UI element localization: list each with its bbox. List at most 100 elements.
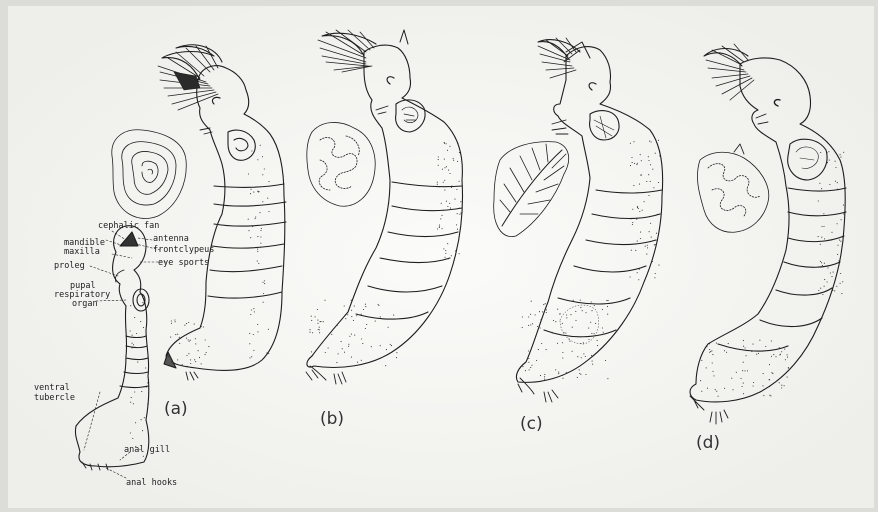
stipple-dot (257, 331, 258, 332)
stipple-dot (837, 254, 838, 255)
stipple-dot (546, 312, 547, 313)
stipple-dot (323, 321, 324, 322)
stipple-dot (585, 374, 586, 375)
caption-b: (b) (320, 411, 344, 428)
stipple-dot (440, 218, 441, 219)
stipple-dot (268, 353, 269, 354)
stipple-dot (455, 250, 456, 251)
stipple-dot (838, 260, 839, 261)
stipple-dot (447, 243, 448, 244)
stipple-dot (522, 327, 523, 328)
stipple-dot (583, 353, 584, 354)
stipple-dot (583, 342, 584, 343)
stipple-dot (257, 249, 258, 250)
stipple-dot (636, 164, 637, 165)
stipple-dot (260, 230, 261, 231)
stipple-dot (444, 190, 445, 191)
stipple-dot (144, 417, 145, 418)
stipple-dot (631, 157, 632, 158)
stipple-dot (588, 339, 589, 340)
stipple-dot (378, 304, 379, 305)
stipple-dot (325, 352, 326, 353)
stipple-dot (710, 351, 711, 352)
stipple-dot (591, 333, 592, 334)
stipple-dot (134, 391, 135, 392)
stipple-dot (773, 354, 774, 355)
stipple-dot (142, 302, 143, 303)
stipple-dot (528, 316, 529, 317)
stipple-dot (743, 383, 744, 384)
label-anal-hooks: anal hooks (126, 479, 177, 488)
stipple-dot (146, 386, 147, 387)
stipple-dot (731, 378, 732, 379)
stipple-dot (572, 351, 573, 352)
stipple-dot (337, 325, 338, 326)
stipple-dot (606, 300, 607, 301)
stipple-dot (317, 320, 318, 321)
stipple-dot (260, 236, 261, 237)
stipple-dot (179, 337, 180, 338)
stipple-dot (829, 289, 830, 290)
stipple-dot (205, 354, 206, 355)
stipple-dot (779, 382, 780, 383)
stipple-dot (630, 276, 631, 277)
label-organ: organ (72, 300, 98, 309)
stipple-dot (716, 391, 717, 392)
stipple-dot (544, 379, 545, 380)
stipple-dot (819, 183, 820, 184)
stipple-dot (263, 293, 264, 294)
stipple-dot (444, 159, 445, 160)
stipple-dot (572, 327, 573, 328)
stipple-dot (249, 357, 250, 358)
stipple-dot (169, 348, 170, 349)
stipple-dot (460, 213, 461, 214)
stipple-dot (608, 300, 609, 301)
stipple-dot (644, 201, 645, 202)
stipple-dot (633, 141, 634, 142)
stipple-dot (380, 316, 381, 317)
stipple-dot (753, 385, 754, 386)
stipple-dot (248, 230, 249, 231)
stipple-dot (175, 334, 176, 335)
stipple-dot (459, 152, 460, 153)
stipple-dot (131, 397, 132, 398)
label-cephalic-fan: cephalic fan (98, 222, 159, 231)
stipple-dot (562, 323, 563, 324)
stipple-dot (344, 305, 345, 306)
stipple-dot (837, 189, 838, 190)
caption-d: (d) (696, 435, 720, 452)
stipple-dot (248, 173, 249, 174)
stipple-dot (251, 150, 252, 151)
stipple-dot (365, 328, 366, 329)
stipple-dot (711, 350, 712, 351)
stipple-dot (779, 347, 780, 348)
stipple-dot (457, 213, 458, 214)
stipple-dot (565, 333, 566, 334)
stipple-dot (656, 233, 657, 234)
stipple-dot (648, 156, 649, 157)
stipple-dot (728, 343, 729, 344)
stipple-dot (250, 237, 251, 238)
stipple-dot (443, 210, 444, 211)
stipple-dot (585, 312, 586, 313)
stipple-dot (637, 163, 638, 164)
stipple-dot (580, 343, 581, 344)
stipple-dot (363, 309, 364, 310)
stipple-dot (758, 353, 759, 354)
stipple-dot (632, 224, 633, 225)
stipple-dot (555, 321, 556, 322)
stipple-dot (769, 379, 770, 380)
stipple-dot (441, 203, 442, 204)
stipple-dot (581, 357, 582, 358)
stipple-dot (344, 352, 345, 353)
stipple-dot (396, 357, 397, 358)
stipple-dot (171, 323, 172, 324)
stipple-dot (827, 267, 828, 268)
stipple-dot (453, 158, 454, 159)
stipple-dot (258, 191, 259, 192)
stipple-dot (784, 349, 785, 350)
stipple-dot (557, 343, 558, 344)
stipple-dot (449, 173, 450, 174)
stipple-dot (648, 174, 649, 175)
stipple-dot (787, 357, 788, 358)
